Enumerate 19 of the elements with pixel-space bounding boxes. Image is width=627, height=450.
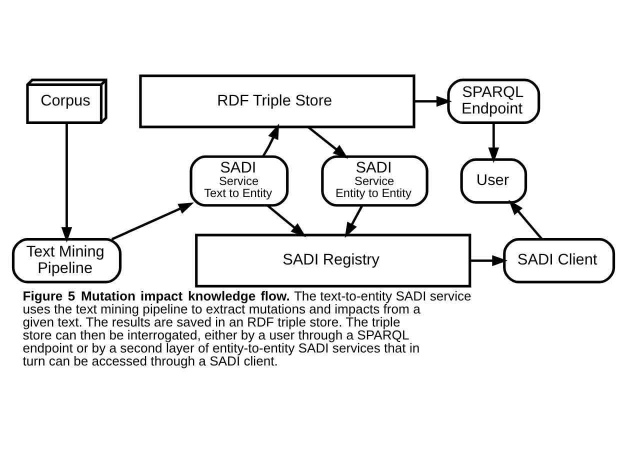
arrow xyxy=(111,202,194,240)
arrow xyxy=(470,255,508,266)
node-box: User xyxy=(460,158,528,204)
node-box: SADI Service Entity to Entity xyxy=(321,155,428,207)
arrow xyxy=(414,96,452,107)
node-box: SADI Client xyxy=(503,238,616,284)
arrow xyxy=(344,204,364,238)
arrow xyxy=(266,204,306,238)
arrow xyxy=(61,123,72,243)
caption: Figure 5 Mutation impact knowledge flow. The text-to-entity SADI service uses the text mining pipeline to extract mutations and impacts from a given text. The results are saved in an RDF triple store. The triple store can then be interrogated, either by a user through a SPARQL endpoint or by a second layer of entity-to-entity SADI services that in turn can be accessed through a SADI client. xyxy=(22,288,472,369)
node-box: SPARQL Endpoint xyxy=(447,78,540,124)
arrow xyxy=(508,200,543,240)
node-box: RDF Triple Store xyxy=(139,74,416,128)
node-box: SADI Service Text to Entity xyxy=(190,155,289,207)
arrow xyxy=(488,122,500,163)
node-box: SADI Registry xyxy=(195,234,472,288)
arrow xyxy=(307,126,348,159)
arrow xyxy=(262,124,280,157)
node-box: Text Mining Pipeline xyxy=(12,238,122,284)
